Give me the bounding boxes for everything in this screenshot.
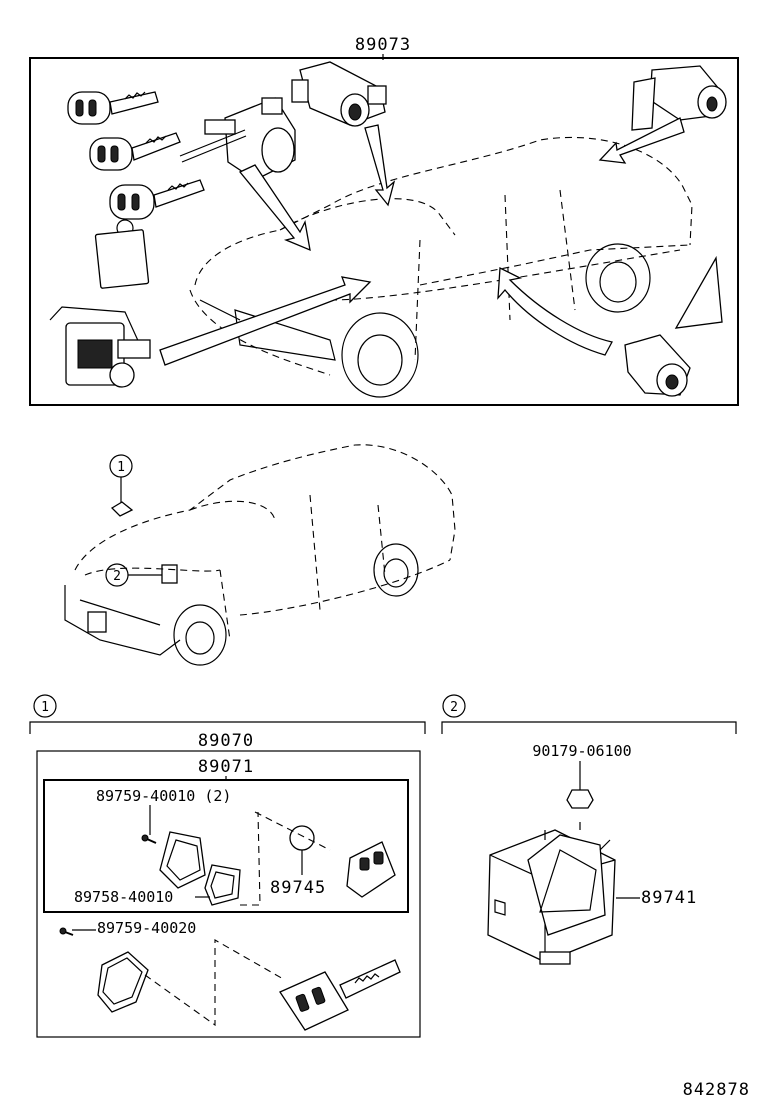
label-gasket: 89758-40010 <box>74 888 173 906</box>
set-box-frame <box>36 750 421 1038</box>
label-screw-b: 89759-40020 <box>97 919 196 937</box>
pointer-arrow <box>497 266 613 356</box>
screw-icon <box>141 834 157 844</box>
label-screw-a: 89759-40010 (2) <box>96 787 231 805</box>
ignition-cylinder-icon <box>179 97 296 181</box>
key-icon <box>67 91 159 125</box>
callout-2-number: 2 <box>113 569 121 584</box>
label-bolt: 90179-06100 <box>532 742 631 760</box>
bolt-icon <box>566 789 594 809</box>
remote-transmitter-icon <box>346 841 396 898</box>
section-1-circle <box>33 694 57 718</box>
label-inner-box: 89071 <box>198 757 254 777</box>
label-top-assembly: 89073 <box>355 35 411 55</box>
screw-icon <box>59 927 74 936</box>
section-2-circle <box>442 694 466 718</box>
transmitter-case-icon <box>159 831 206 889</box>
receiver-module-icon <box>487 822 616 965</box>
transponder-amplifier-icon <box>49 306 151 388</box>
key-shell-icon <box>97 951 149 1013</box>
battery-icon <box>289 825 315 851</box>
gasket-icon <box>204 864 241 906</box>
receiver-location-marker <box>161 564 178 584</box>
key-icon <box>89 132 181 171</box>
label-set-box: 89070 <box>198 731 254 751</box>
car-icon <box>64 444 456 666</box>
door-lock-cylinder-icon <box>631 65 727 131</box>
door-lock-cylinder-icon <box>291 61 387 127</box>
pointer-arrow <box>598 117 685 164</box>
remote-fob-marker <box>110 501 134 517</box>
label-battery: 89745 <box>270 878 326 898</box>
door-lock-cylinder-icon <box>624 334 691 397</box>
section-1-number: 1 <box>41 700 49 715</box>
pointer-arrow <box>159 276 372 366</box>
key-icon <box>94 179 205 289</box>
callout-1-number: 1 <box>117 460 125 475</box>
section-2-number: 2 <box>450 700 458 715</box>
top-assembly-frame <box>29 57 739 406</box>
label-receiver: 89741 <box>641 888 697 908</box>
inner-box-frame <box>43 779 409 913</box>
key-icon <box>279 959 401 1031</box>
pointer-arrow <box>364 124 396 207</box>
pointer-arrow <box>238 164 311 252</box>
car-icon <box>189 136 693 398</box>
trim-piece <box>674 255 723 329</box>
diagram-number: 842878 <box>683 1080 750 1100</box>
